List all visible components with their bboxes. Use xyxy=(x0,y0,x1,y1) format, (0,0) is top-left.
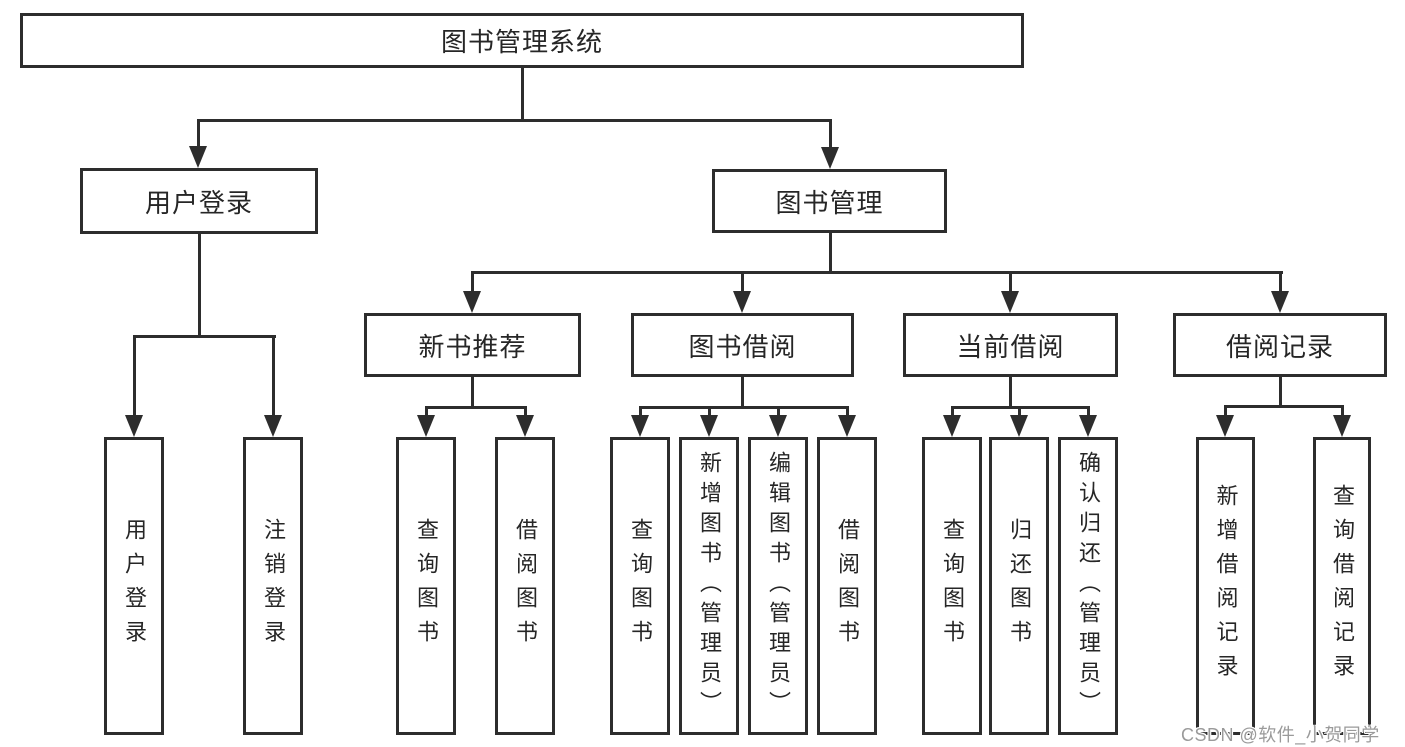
arrow-down-icon xyxy=(125,415,143,437)
arrow-down-icon xyxy=(1333,415,1351,437)
node-label: 注销登录 xyxy=(261,518,286,654)
leaf-return-books: 归还图书 xyxy=(989,437,1049,735)
node-user-login: 用户登录 xyxy=(80,168,318,234)
connector-line xyxy=(846,406,849,418)
arrow-down-icon xyxy=(264,415,282,437)
node-label: 借阅图书 xyxy=(835,518,860,654)
connector-line xyxy=(1087,406,1090,418)
connector-line xyxy=(471,377,474,409)
arrow-down-icon xyxy=(838,415,856,437)
connector-line xyxy=(471,271,474,295)
arrow-down-icon xyxy=(821,147,839,169)
leaf-query-books-recommend: 查询图书 xyxy=(396,437,456,735)
leaf-borrow-books-recommend: 借阅图书 xyxy=(495,437,555,735)
connector-line xyxy=(521,68,524,122)
node-label: 用户登录 xyxy=(122,518,147,654)
connector-line xyxy=(1224,405,1344,408)
node-label: 当前借阅 xyxy=(956,331,1065,362)
leaf-borrow-books: 借阅图书 xyxy=(817,437,877,735)
connector-line xyxy=(708,406,711,418)
arrow-down-icon xyxy=(733,291,751,313)
node-label: 查询图书 xyxy=(414,518,439,654)
arrow-down-icon xyxy=(769,415,787,437)
connector-line xyxy=(1279,271,1282,295)
node-current-borrowing: 当前借阅 xyxy=(903,313,1118,377)
leaf-confirm-return-admin: 确认归还（管理员） xyxy=(1058,437,1118,735)
leaf-query-borrow-record: 查询借阅记录 xyxy=(1313,437,1371,735)
connector-line xyxy=(133,335,136,417)
leaf-logout: 注销登录 xyxy=(243,437,303,735)
connector-line xyxy=(1224,405,1227,418)
connector-line xyxy=(1279,377,1282,408)
leaf-query-books-borrow: 查询图书 xyxy=(610,437,670,735)
connector-line xyxy=(425,406,527,409)
leaf-query-books-current: 查询图书 xyxy=(922,437,982,735)
arrow-down-icon xyxy=(1079,415,1097,437)
arrow-down-icon xyxy=(943,415,961,437)
node-label: 归还图书 xyxy=(1007,518,1032,654)
node-label: 图书管理系统 xyxy=(440,27,603,57)
connector-line xyxy=(741,271,744,295)
arrow-down-icon xyxy=(417,415,435,437)
arrow-down-icon xyxy=(1216,415,1234,437)
leaf-edit-books-admin: 编辑图书（管理员） xyxy=(748,437,808,735)
connector-line xyxy=(198,234,201,338)
connector-line xyxy=(741,377,744,409)
connector-line xyxy=(829,233,832,274)
node-library-management-system: 图书管理系统 xyxy=(20,13,1024,68)
connector-line xyxy=(272,335,275,417)
connector-line xyxy=(133,335,276,338)
arrow-down-icon xyxy=(700,415,718,437)
connector-line xyxy=(829,119,832,149)
connector-line xyxy=(1009,271,1012,295)
node-label: 确认归还（管理员） xyxy=(1076,451,1101,721)
connector-line xyxy=(471,271,1283,274)
node-label: 用户登录 xyxy=(144,187,253,218)
arrow-down-icon xyxy=(1271,291,1289,313)
node-book-borrowing: 图书借阅 xyxy=(631,313,854,377)
node-label: 查询图书 xyxy=(940,518,965,654)
node-label: 图书管理 xyxy=(775,187,884,218)
connector-line xyxy=(1018,406,1021,418)
node-borrowing-records: 借阅记录 xyxy=(1173,313,1387,377)
node-label: 查询借阅记录 xyxy=(1330,484,1355,688)
watermark-text: CSDN @软件_小贺同学 xyxy=(1181,725,1380,745)
connector-line xyxy=(197,119,200,149)
leaf-user-login: 用户登录 xyxy=(104,437,164,735)
node-label: 图书借阅 xyxy=(688,331,797,362)
arrow-down-icon xyxy=(631,415,649,437)
arrow-down-icon xyxy=(463,291,481,313)
node-label: 新书推荐 xyxy=(418,331,527,362)
node-label: 编辑图书（管理员） xyxy=(766,451,791,721)
node-label: 新增图书（管理员） xyxy=(697,451,722,721)
connector-line xyxy=(524,406,527,418)
arrow-down-icon xyxy=(1010,415,1028,437)
connector-line xyxy=(1341,405,1344,418)
leaf-add-books-admin: 新增图书（管理员） xyxy=(679,437,739,735)
arrow-down-icon xyxy=(189,146,207,168)
node-book-management: 图书管理 xyxy=(712,169,947,233)
arrow-down-icon xyxy=(1001,291,1019,313)
connector-line xyxy=(639,406,849,409)
arrow-down-icon xyxy=(516,415,534,437)
connector-line xyxy=(197,119,832,122)
node-label: 借阅图书 xyxy=(513,518,538,654)
node-new-book-recommendation: 新书推荐 xyxy=(364,313,581,377)
node-label: 借阅记录 xyxy=(1225,331,1334,362)
connector-line xyxy=(425,406,428,418)
node-label: 查询图书 xyxy=(628,518,653,654)
connector-line xyxy=(951,406,954,418)
node-label: 新增借阅记录 xyxy=(1213,484,1239,688)
connector-line xyxy=(777,406,780,418)
leaf-add-borrow-record: 新增借阅记录 xyxy=(1196,437,1255,735)
connector-line xyxy=(1009,377,1012,409)
connector-line xyxy=(639,406,642,418)
